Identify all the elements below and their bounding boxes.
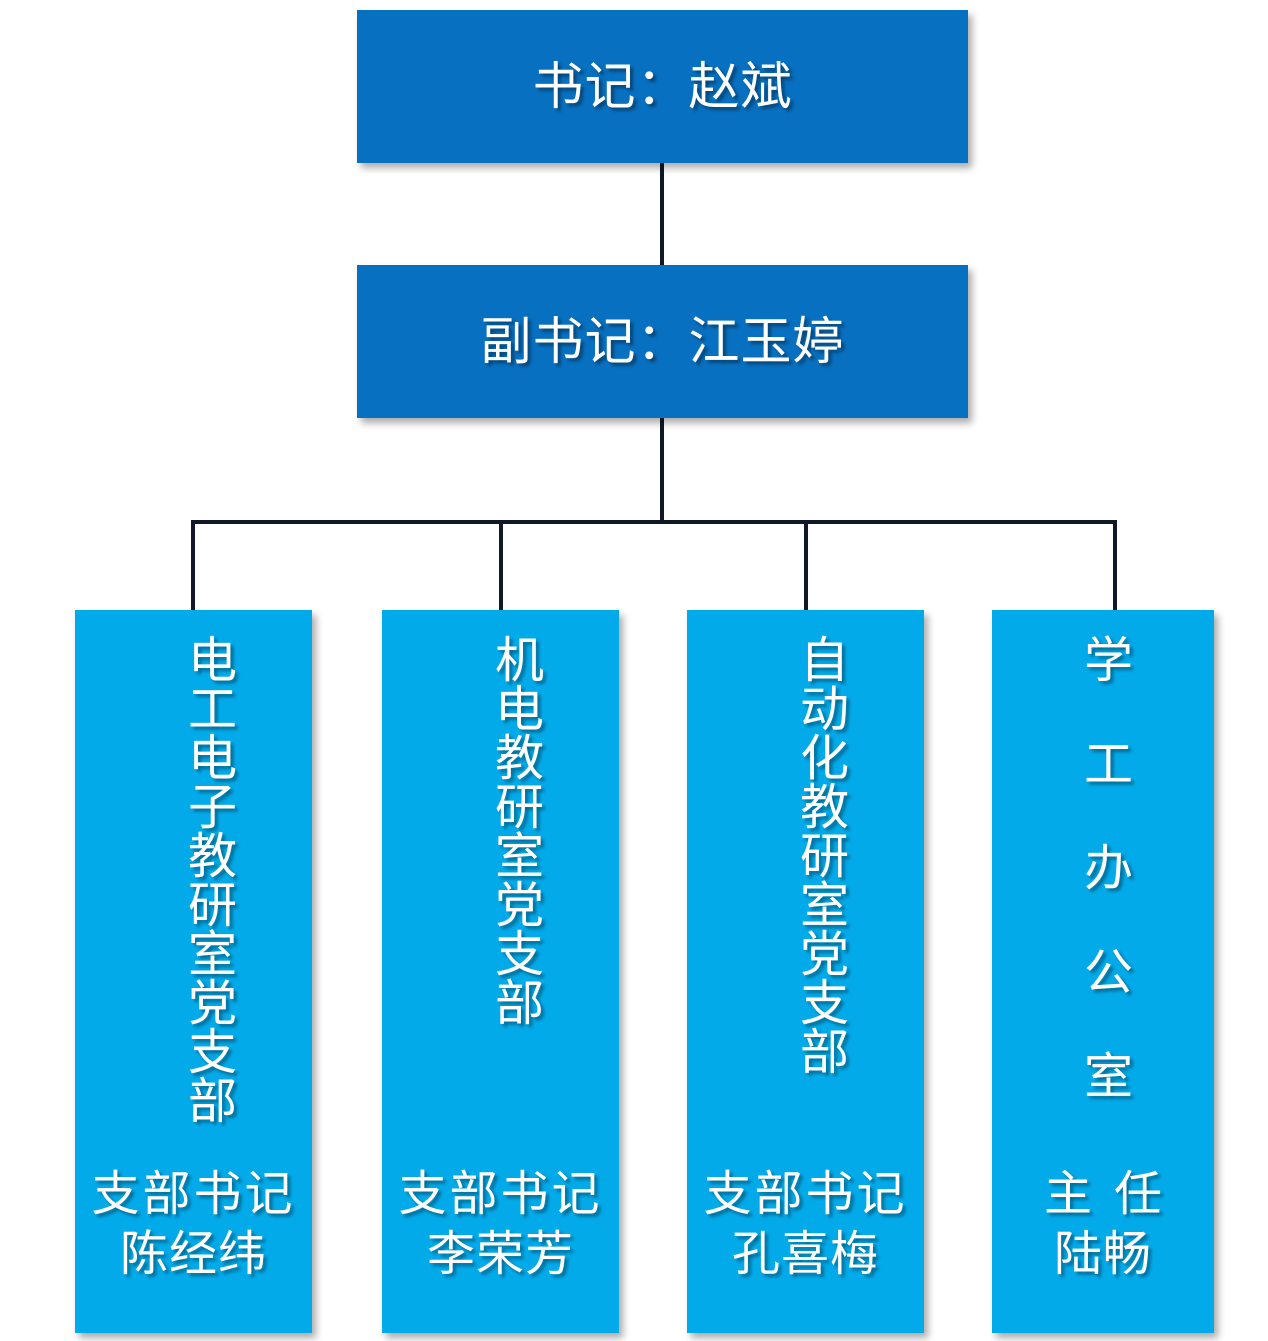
node-branch-student-affairs[interactable]: 学工办公室 主任 陆畅 — [992, 610, 1214, 1333]
branch-footer-electrical-electronics: 支部书记 陈经纬 — [75, 1165, 312, 1285]
node-deputy-secretary[interactable]: 副书记：江玉婷 — [357, 265, 968, 418]
node-branch-electrical-electronics[interactable]: 电工电子教研室党支部 支部书记 陈经纬 — [75, 610, 312, 1333]
branch-footer-mechatronics: 支部书记 李荣芳 — [382, 1165, 619, 1285]
branch-title-automation: 自动化教研室党支部 — [792, 634, 847, 1075]
branch-footer-student-affairs: 主任 陆畅 — [992, 1165, 1214, 1285]
branch-person-electrical-electronics: 陈经纬 — [119, 1228, 267, 1281]
node-deputy-secretary-label: 副书记：江玉婷 — [480, 312, 845, 370]
branch-role-electrical-electronics: 支部书记 — [91, 1168, 296, 1221]
branch-title-student-affairs: 学工办公室 — [1076, 634, 1131, 1154]
branch-person-mechatronics: 李荣芳 — [426, 1228, 574, 1281]
node-secretary[interactable]: 书记：赵斌 — [357, 10, 968, 163]
node-branch-automation[interactable]: 自动化教研室党支部 支部书记 孔喜梅 — [687, 610, 924, 1333]
branch-role-mechatronics: 支部书记 — [398, 1168, 603, 1221]
branch-title-electrical-electronics: 电工电子教研室党支部 — [180, 634, 235, 1124]
branch-role-automation: 支部书记 — [703, 1168, 908, 1221]
node-secretary-label: 书记：赵斌 — [532, 57, 793, 115]
branch-footer-automation: 支部书记 孔喜梅 — [687, 1165, 924, 1285]
branch-person-automation: 孔喜梅 — [731, 1228, 879, 1281]
branch-title-mechatronics: 机电教研室党支部 — [487, 634, 542, 1026]
branch-role-student-affairs: 主任 — [1043, 1168, 1184, 1221]
node-branch-mechatronics[interactable]: 机电教研室党支部 支部书记 李荣芳 — [382, 610, 619, 1333]
branch-person-student-affairs: 陆畅 — [1053, 1228, 1152, 1281]
